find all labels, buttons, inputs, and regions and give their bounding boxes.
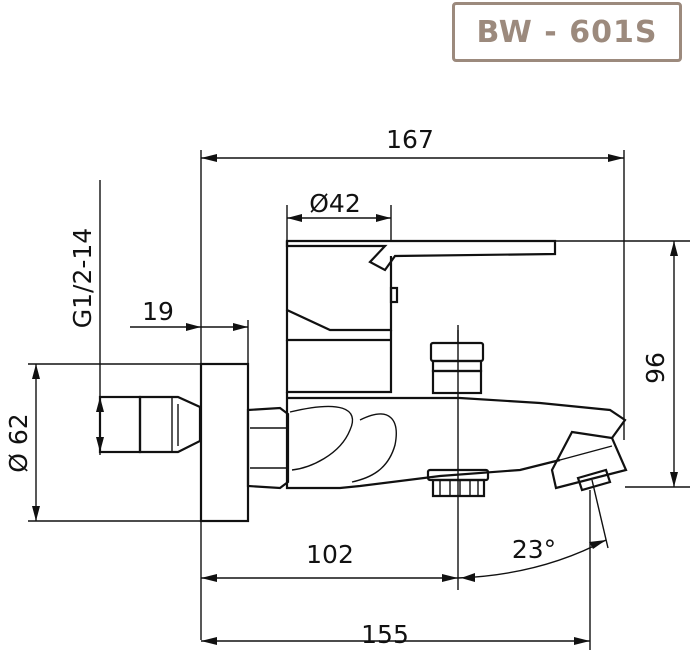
dimension-overall-width: 167 [200,125,625,640]
dimension-eccentric-offset: 19 [130,297,249,400]
dimension-wall-to-spout-tip: 155 [201,490,591,650]
flange-diameter-label: Ø 62 [4,413,33,472]
height-label: 96 [641,352,670,384]
spout-angle-label: 23° [512,535,556,564]
wall-to-spout-tip-label: 155 [361,620,409,649]
wall-to-spout-axis-label: 102 [306,540,354,569]
eccentric-offset-label: 19 [142,297,174,326]
dimension-spout-angle: 23° [457,479,609,582]
dimension-wall-to-spout-axis: 102 [201,325,459,590]
model-badge: BW - 601S [452,2,682,62]
dimension-flange-diameter: Ø 62 [4,363,201,522]
handle-diameter-label: Ø42 [309,189,361,218]
faucet-outline [98,239,628,523]
dimension-height: 96 [555,240,690,488]
thread-label: G1/2-14 [68,228,97,328]
dimension-handle-diameter: Ø42 [286,189,392,240]
overall-width-label: 167 [386,125,434,154]
model-label: BW - 601S [476,14,658,50]
dimension-thread: G1/2-14 [68,180,104,455]
